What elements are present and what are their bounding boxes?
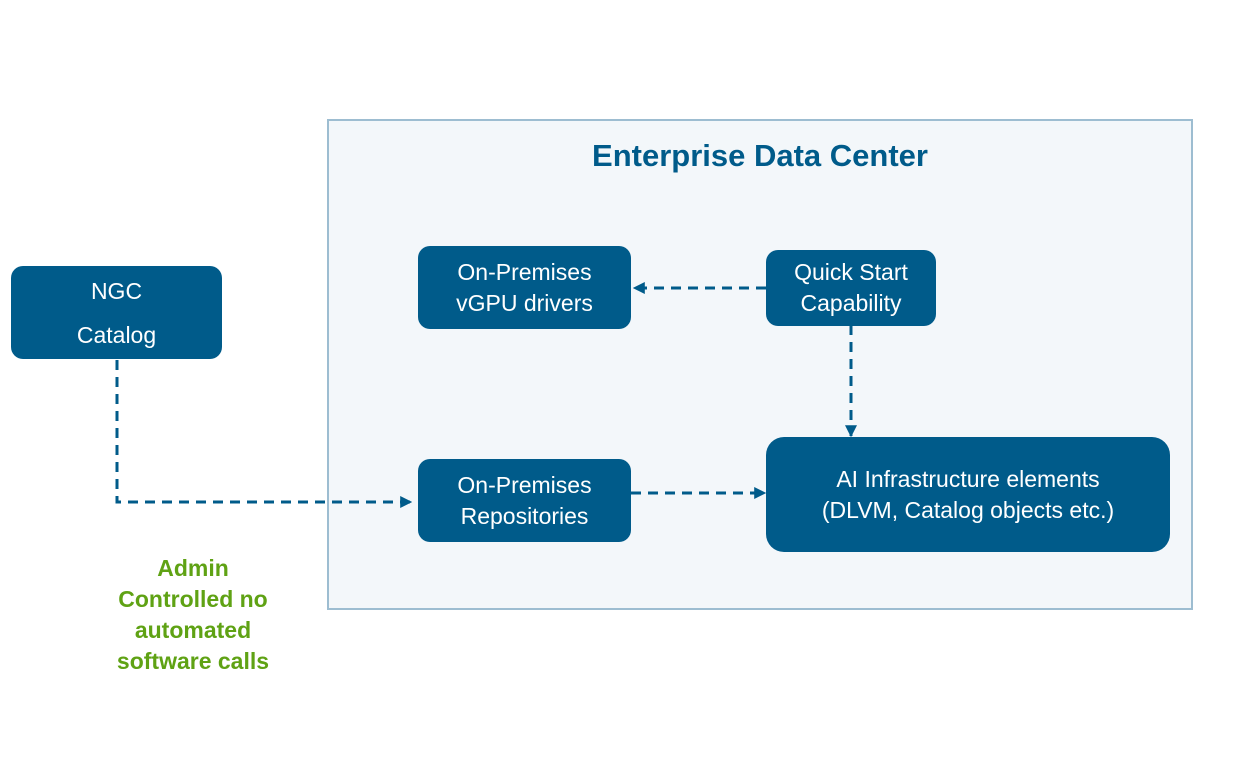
note-line: software calls [116, 648, 270, 674]
admin-controlled-note: Admin Controlled no automated software c… [90, 553, 296, 677]
node-label-line: Catalog [76, 321, 157, 348]
node-label-line: (DLVM, Catalog objects etc.) [821, 496, 1115, 523]
node-label-line: On-Premises [457, 471, 592, 498]
node-ngc-catalog[interactable]: NGC Catalog [11, 266, 222, 359]
node-vgpu-drivers[interactable]: On-Premises vGPU drivers [418, 246, 631, 329]
node-label-line: AI Infrastructure elements [836, 465, 1100, 492]
node-label-line: vGPU drivers [456, 289, 593, 316]
node-label-line: Capability [800, 290, 902, 316]
node-on-premises-repositories[interactable]: On-Premises Repositories [418, 459, 631, 542]
note-line: Controlled no [118, 586, 268, 612]
node-label-line: On-Premises [457, 258, 592, 285]
node-label-line: NGC [90, 277, 143, 304]
node-ai-infrastructure-elements[interactable]: AI Infrastructure elements (DLVM, Catalo… [766, 437, 1170, 552]
node-quick-start-capability[interactable]: Quick Start Capability [766, 250, 936, 326]
note-line: automated [134, 617, 252, 643]
node-label-line: Repositories [460, 502, 589, 529]
note-line: Admin [157, 555, 229, 581]
node-label-line: Quick Start [794, 259, 908, 285]
container-title: Enterprise Data Center [592, 138, 928, 173]
edge-ngc-to-repositories [115, 360, 413, 508]
